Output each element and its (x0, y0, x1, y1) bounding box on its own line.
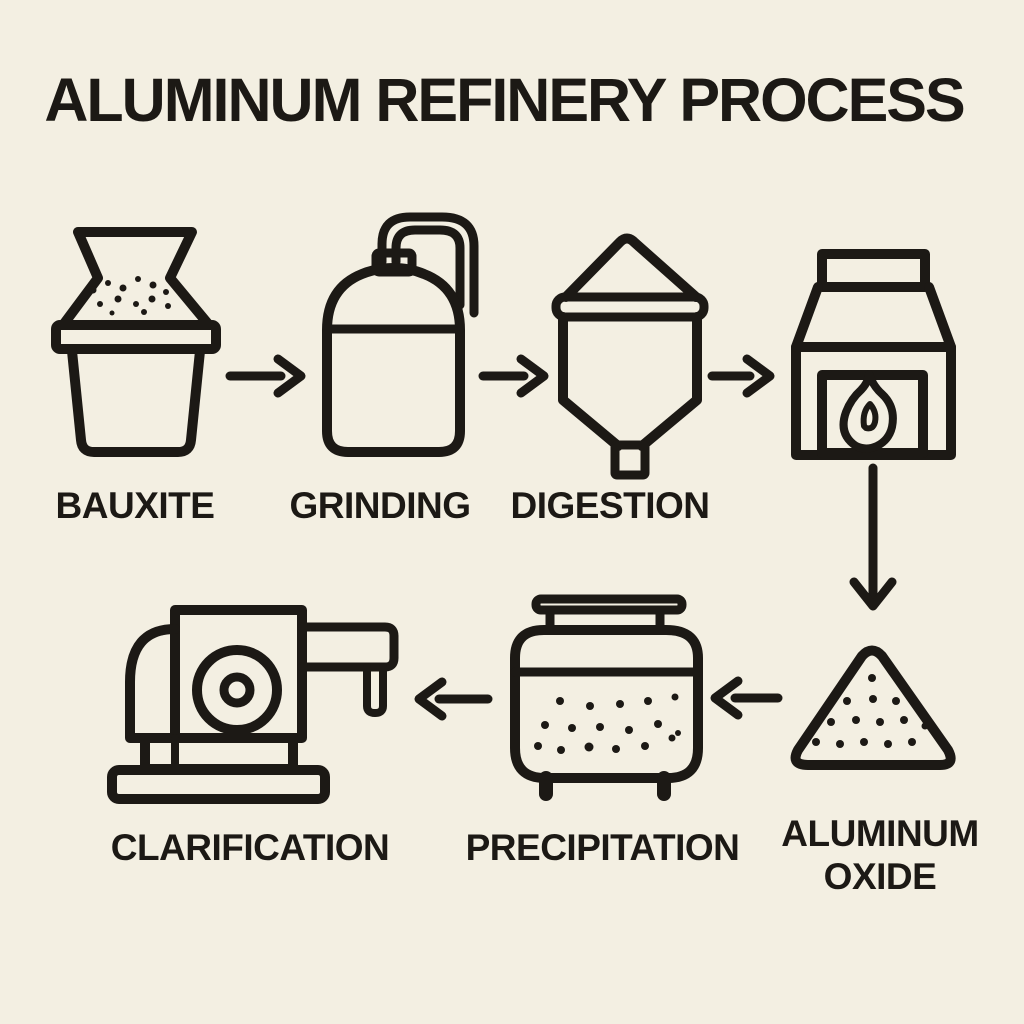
flame-icon (839, 370, 897, 453)
bauxite-label: BAUXITE (55, 485, 215, 526)
clarification-label: CLARIFICATION (110, 827, 390, 868)
digestion-label: DIGESTION (510, 485, 710, 526)
ore-bucket-icon (51, 227, 221, 457)
arrow-left-icon (710, 676, 783, 720)
arrow-right-icon (225, 354, 306, 398)
powder-pile-icon (790, 645, 956, 770)
digestion-hopper-icon (551, 233, 709, 480)
pipe-inner (391, 225, 465, 310)
precipitation-label: PRECIPITATION (465, 827, 740, 868)
ore-specks (89, 276, 171, 316)
aluminum-oxide-label-line1: ALUMINUM (781, 813, 979, 854)
grinding-label: GRINDING (289, 485, 472, 526)
outlet-arm (297, 622, 399, 672)
arrow-down-icon (849, 463, 897, 611)
calcination-furnace-icon (791, 249, 956, 460)
precipitate-dots (534, 693, 681, 754)
arrow-left-icon (414, 677, 493, 721)
arrow-right-icon (478, 354, 549, 398)
clarification-machine-icon (107, 605, 399, 804)
tank-lid (531, 594, 687, 615)
aluminum-oxide-label-line2: OXIDE (823, 856, 937, 897)
filter-wheel-icon (192, 645, 282, 735)
pipe-outer (377, 212, 479, 318)
grinding-tank-icon (322, 212, 479, 457)
aluminum-oxide-label: ALUMINUM OXIDE (755, 812, 1005, 898)
diagram-title: ALUMINUM REFINERY PROCESS (44, 66, 965, 134)
precipitation-tank-icon (510, 594, 703, 801)
powder-dots (812, 674, 929, 748)
arrow-right-icon (707, 354, 775, 398)
